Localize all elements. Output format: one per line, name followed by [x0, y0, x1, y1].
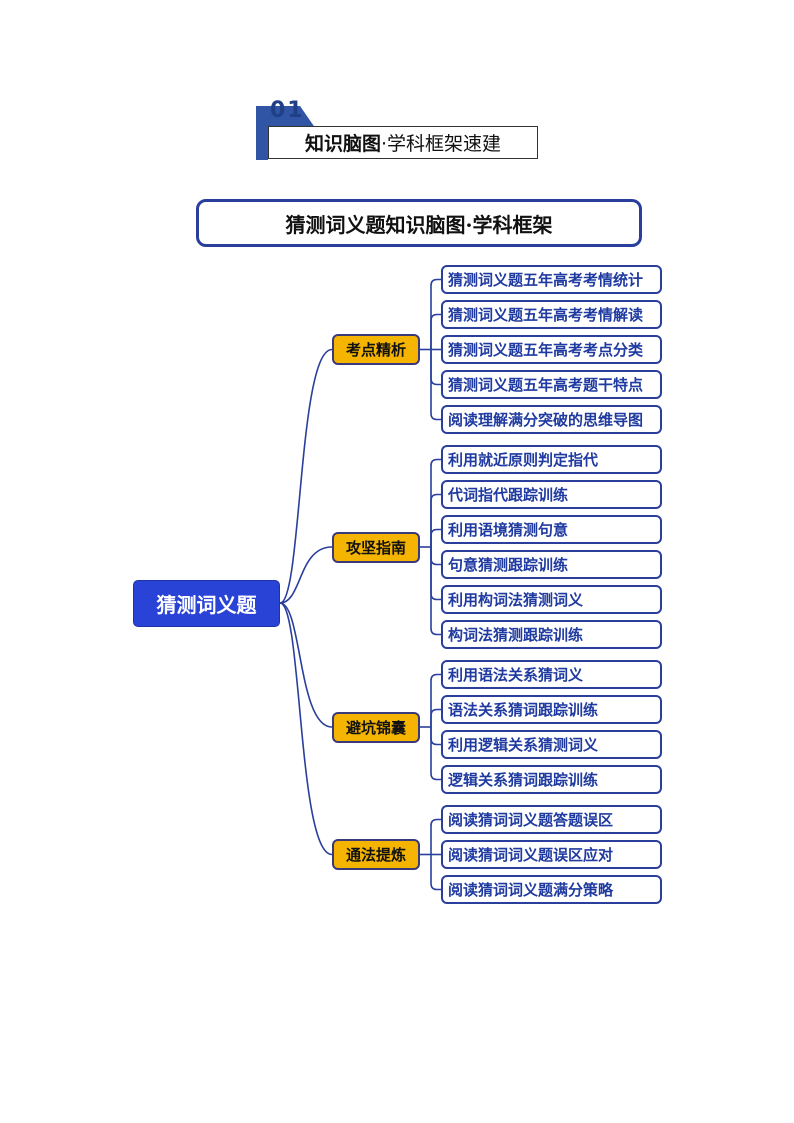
- leaf-node: 逻辑关系猜词跟踪训练: [441, 765, 662, 794]
- leaf-node: 阅读理解满分突破的思维导图: [441, 405, 662, 434]
- branch-leaf-connector: [430, 818, 441, 855]
- leaf-node: 构词法猜测跟踪训练: [441, 620, 662, 649]
- branch-leaf-connector: [430, 349, 441, 386]
- leaf-node: 利用逻辑关系猜测词义: [441, 730, 662, 759]
- branch-leaf-connector: [430, 278, 441, 350]
- leaf-node: 猜测词义题五年高考考情统计: [441, 265, 662, 294]
- leaf-node: 阅读猜词词义题误区应对: [441, 840, 662, 869]
- branch-leaf-connector: [430, 458, 441, 547]
- leaf-node: 利用构词法猜测词义: [441, 585, 662, 614]
- branch-leaf-connector: [430, 854, 441, 891]
- branch-leaf-connector: [430, 493, 441, 547]
- leaf-node: 猜测词义题五年高考考点分类: [441, 335, 662, 364]
- leaf-node: 语法关系猜词跟踪训练: [441, 695, 662, 724]
- root-branch-connector: [279, 602, 333, 856]
- root-branch-connector: [279, 348, 333, 604]
- root-branch-connector: [279, 546, 333, 604]
- branch-node: 考点精析: [332, 334, 420, 365]
- leaf-node: 猜测词义题五年高考题干特点: [441, 370, 662, 399]
- section-accent-bar: [256, 132, 268, 160]
- branch-node: 通法提炼: [332, 839, 420, 870]
- branch-leaf-connector: [430, 528, 441, 547]
- leaf-node: 阅读猜词词义题答题误区: [441, 805, 662, 834]
- section-title: 知识脑图·学科框架速建: [268, 126, 538, 159]
- branch-leaf-connector: [430, 547, 441, 601]
- root-branch-connector: [279, 602, 333, 728]
- leaf-node: 阅读猜词词义题满分策略: [441, 875, 662, 904]
- leaf-node: 猜测词义题五年高考考情解读: [441, 300, 662, 329]
- leaf-node: 句意猜测跟踪训练: [441, 550, 662, 579]
- branch-node: 避坑锦囊: [332, 711, 420, 743]
- branch-leaf-connector: [430, 708, 441, 727]
- branch-leaf-connector: [430, 727, 441, 781]
- section-title-bold: 知识脑图: [304, 133, 381, 155]
- branch-leaf-connector: [430, 727, 441, 746]
- section-title-rest: ·学科框架速建: [380, 133, 502, 155]
- section-number: 01: [270, 98, 305, 123]
- leaf-node: 利用语境猜测句意: [441, 515, 662, 544]
- mindmap-title-banner: 猜测词义题知识脑图·学科框架: [196, 199, 642, 247]
- leaf-node: 代词指代跟踪训练: [441, 480, 662, 509]
- leaf-node: 利用就近原则判定指代: [441, 445, 662, 474]
- leaf-node: 利用语法关系猜词义: [441, 660, 662, 689]
- branch-leaf-connector: [430, 547, 441, 566]
- branch-node: 攻坚指南: [332, 531, 420, 563]
- branch-leaf-connector: [430, 349, 441, 421]
- branch-leaf-connector: [430, 673, 441, 727]
- section-tab-cut: [300, 106, 318, 132]
- branch-leaf-connector: [430, 313, 441, 350]
- branch-leaf-connector: [430, 547, 441, 636]
- root-node: 猜测词义题: [133, 580, 280, 627]
